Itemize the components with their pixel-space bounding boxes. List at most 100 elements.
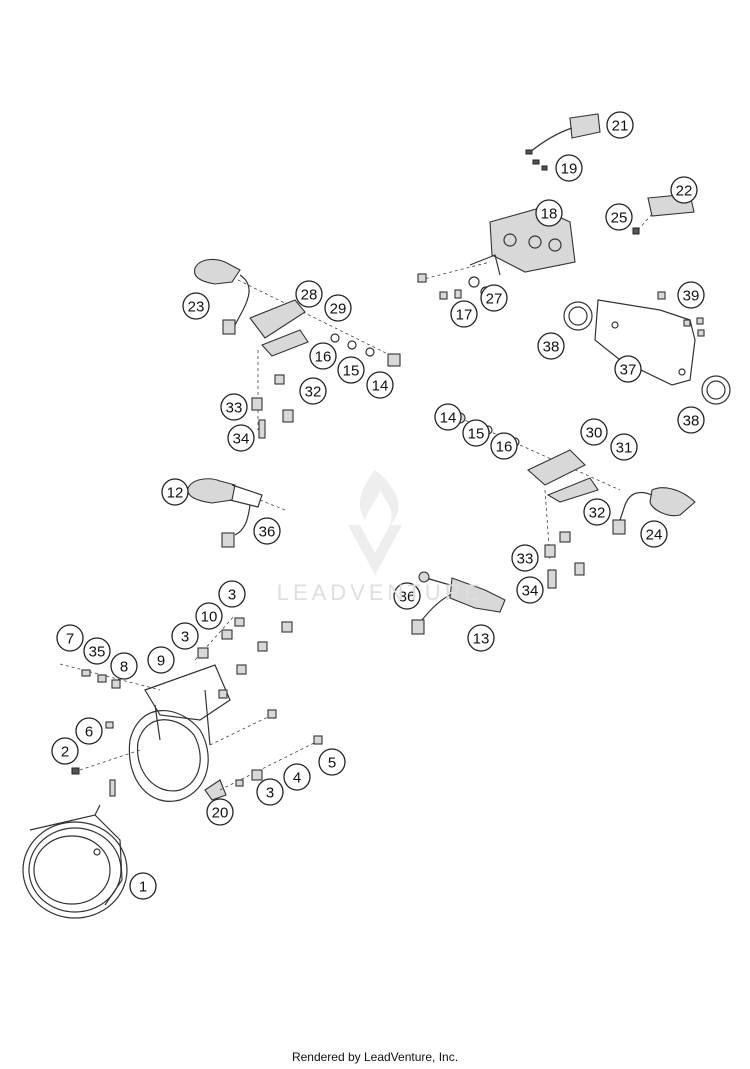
indicator-front-right-part xyxy=(454,412,696,589)
callout-28: 28 xyxy=(295,280,323,308)
callout-label: 6 xyxy=(85,724,93,741)
callout-13: 13 xyxy=(467,624,495,652)
callout-39: 39 xyxy=(677,281,705,309)
callout-label: 25 xyxy=(611,210,628,227)
callout-2: 2 xyxy=(51,737,79,765)
callout-32: 32 xyxy=(299,377,327,405)
callout-label: 9 xyxy=(157,653,165,670)
callout-34: 34 xyxy=(227,424,255,452)
callout-15: 15 xyxy=(337,356,365,384)
callout-label: 14 xyxy=(372,378,389,395)
callout-33: 33 xyxy=(220,393,248,421)
callout-label: 34 xyxy=(522,583,539,600)
callout-27: 27 xyxy=(480,284,508,312)
headlight-bracket-part xyxy=(128,664,231,802)
callout-9: 9 xyxy=(147,646,175,674)
callout-29: 29 xyxy=(324,294,352,322)
callout-label: 2 xyxy=(61,744,69,761)
callout-38: 38 xyxy=(677,406,705,434)
callout-label: 13 xyxy=(473,631,490,648)
callout-30: 30 xyxy=(580,418,608,446)
callout-label: 5 xyxy=(328,755,336,772)
callout-4: 4 xyxy=(283,763,311,791)
callout-label: 36 xyxy=(259,524,276,541)
callout-label: 8 xyxy=(120,659,128,676)
callout-8: 8 xyxy=(110,652,138,680)
callout-label: 19 xyxy=(561,161,578,178)
callout-label: 14 xyxy=(440,410,457,427)
callout-20: 20 xyxy=(206,798,234,826)
callout-14: 14 xyxy=(366,371,394,399)
callout-label: 12 xyxy=(167,485,184,502)
callout-3: 3 xyxy=(171,622,199,650)
callout-31: 31 xyxy=(610,433,638,461)
callout-label: 1 xyxy=(139,879,147,896)
callout-label: 30 xyxy=(586,425,603,442)
callout-34: 34 xyxy=(516,576,544,604)
callout-label: 7 xyxy=(66,631,74,648)
callout-label: 38 xyxy=(683,413,700,430)
callout-24: 24 xyxy=(640,520,668,548)
callout-label: 10 xyxy=(201,609,218,626)
callout-23: 23 xyxy=(182,292,210,320)
callout-3: 3 xyxy=(218,580,246,608)
callout-label: 24 xyxy=(646,527,663,544)
callout-label: 3 xyxy=(266,785,274,802)
indicator-rear-left-part xyxy=(187,478,286,548)
license-bracket-part xyxy=(563,291,731,405)
license-light-part xyxy=(525,113,601,171)
callout-32: 32 xyxy=(583,498,611,526)
callout-label: 18 xyxy=(541,206,558,223)
callout-label: 32 xyxy=(305,384,322,401)
callout-36: 36 xyxy=(393,582,421,610)
watermark-text: LEADVENTURE xyxy=(276,580,484,605)
callout-label: 15 xyxy=(343,363,360,380)
callout-25: 25 xyxy=(605,203,633,231)
callout-label: 33 xyxy=(226,400,243,417)
callout-3: 3 xyxy=(256,778,284,806)
callout-7: 7 xyxy=(56,624,84,652)
callout-5: 5 xyxy=(318,748,346,776)
callout-label: 16 xyxy=(496,439,513,456)
callout-label: 38 xyxy=(543,339,560,356)
callout-label: 20 xyxy=(212,805,229,822)
callout-38: 38 xyxy=(537,332,565,360)
callout-label: 31 xyxy=(616,440,633,457)
callout-label: 28 xyxy=(301,287,318,304)
callout-22: 22 xyxy=(670,176,698,204)
callout-label: 3 xyxy=(228,587,236,604)
callout-1: 1 xyxy=(129,872,157,900)
callout-36: 36 xyxy=(253,517,281,545)
watermark-logo xyxy=(348,470,402,575)
callout-33: 33 xyxy=(511,544,539,572)
callout-21: 21 xyxy=(606,111,634,139)
callout-label: 39 xyxy=(683,288,700,305)
callout-label: 4 xyxy=(293,770,301,787)
callout-label: 32 xyxy=(589,505,606,522)
callout-6: 6 xyxy=(75,717,103,745)
callout-label: 3 xyxy=(181,629,189,646)
callout-10: 10 xyxy=(195,602,223,630)
callout-label: 21 xyxy=(612,118,629,135)
footer-credit: Rendered by LeadVenture, Inc. xyxy=(291,1050,459,1064)
callout-16: 16 xyxy=(490,432,518,460)
callout-37: 37 xyxy=(614,355,642,383)
callout-label: 35 xyxy=(89,644,106,661)
callout-label: 34 xyxy=(233,431,250,448)
callout-35: 35 xyxy=(83,637,111,665)
callout-17: 17 xyxy=(450,300,478,328)
callout-label: 17 xyxy=(456,307,473,324)
callout-label: 22 xyxy=(676,183,693,200)
callout-16: 16 xyxy=(309,342,337,370)
callout-layer: 2119182225271739383738282923161514323334… xyxy=(51,111,705,900)
indicator-rear-right-part xyxy=(411,571,506,635)
callout-19: 19 xyxy=(555,154,583,182)
callout-label: 15 xyxy=(468,426,485,443)
hardware-group xyxy=(59,614,323,797)
callout-label: 23 xyxy=(188,299,205,316)
headlight-part xyxy=(22,804,128,919)
callout-label: 36 xyxy=(399,589,416,606)
callout-label: 27 xyxy=(486,291,503,308)
callout-label: 33 xyxy=(517,551,534,568)
